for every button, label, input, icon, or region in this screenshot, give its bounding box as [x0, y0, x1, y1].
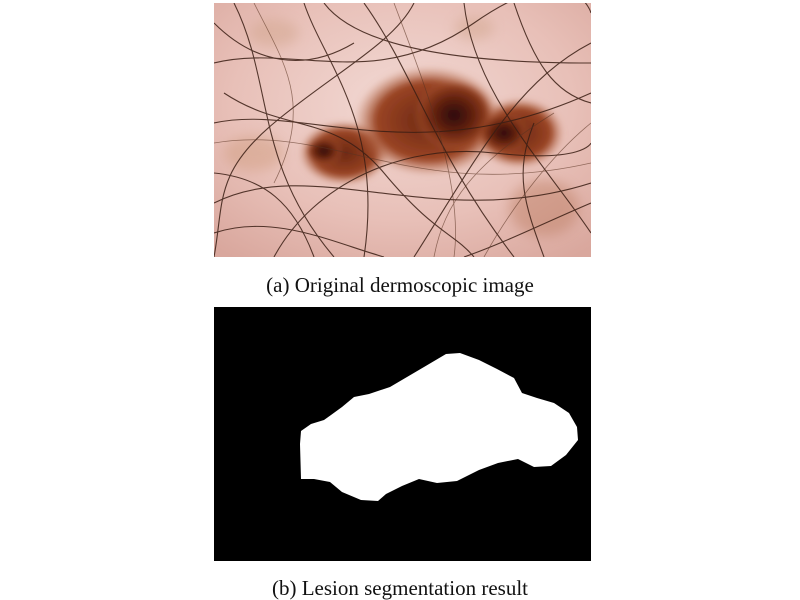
lesion [299, 66, 564, 185]
lesion-mask-region [300, 353, 578, 501]
dermoscopic-image-svg [214, 3, 591, 257]
dermoscopic-image [214, 3, 591, 257]
caption-a: (a) Original dermoscopic image [266, 273, 534, 297]
segmentation-mask-svg [214, 307, 591, 561]
hair-strands [214, 3, 591, 257]
segmentation-mask [214, 307, 591, 561]
caption-b: (b) Lesion segmentation result [271, 576, 529, 600]
hair-strands-thin [214, 3, 591, 257]
skin-spots [224, 16, 579, 236]
